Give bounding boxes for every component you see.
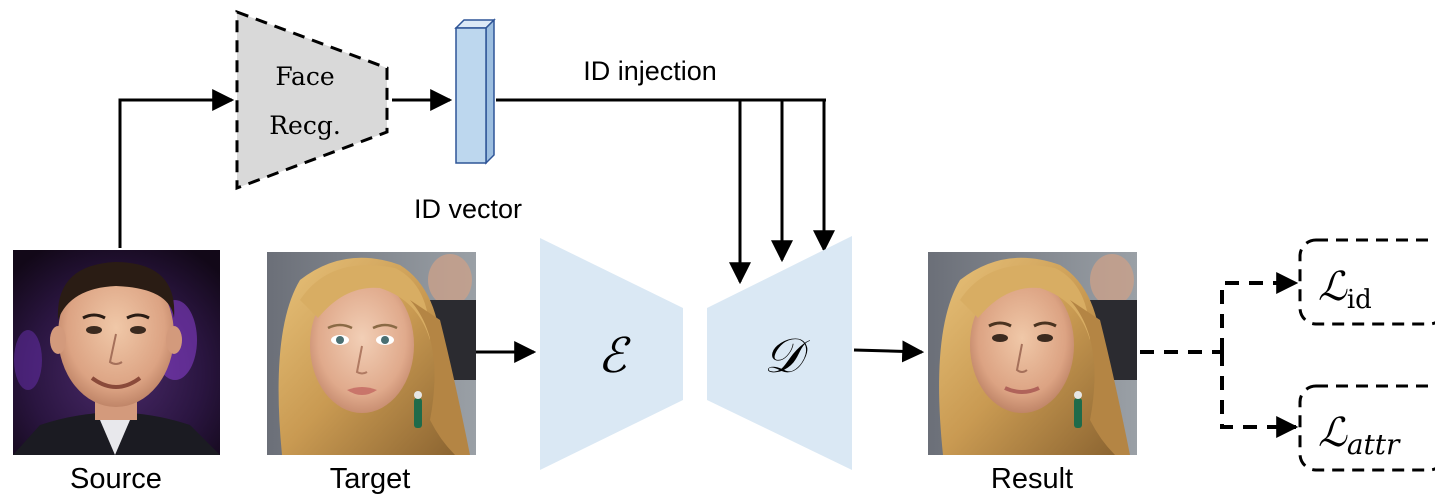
loss-id-box — [1298, 238, 1435, 326]
source-photo — [13, 250, 220, 455]
loss-id-label: ℒid — [1318, 264, 1372, 315]
loss-attr-sub: attr — [1347, 428, 1401, 461]
target-label: Target — [330, 463, 411, 495]
loss-id-main: ℒ — [1318, 264, 1348, 310]
result-photo — [928, 252, 1137, 455]
connectors-top — [118, 89, 835, 285]
connectors-middle — [476, 340, 925, 363]
source-label: Source — [70, 463, 162, 495]
result-label: Result — [991, 463, 1073, 495]
id-vector-bar — [454, 18, 496, 165]
face-recognition-block — [235, 9, 389, 191]
loss-attr-main: ℒ — [1318, 410, 1348, 456]
encoder-block — [540, 238, 683, 470]
loss-attr-box — [1298, 384, 1435, 472]
target-photo — [267, 252, 476, 455]
face-recognition-label-line2: Recg. — [269, 111, 341, 140]
id-vector-label: ID vector — [414, 194, 522, 224]
loss-connectors — [1140, 272, 1299, 438]
loss-attr-label: ℒattr — [1318, 410, 1401, 461]
id-injection-label: ID injection — [583, 56, 717, 86]
encoder-symbol: ℰ — [597, 328, 631, 384]
decoder-block — [707, 236, 852, 470]
loss-id-sub: id — [1347, 285, 1372, 315]
face-recognition-label-line1: Face — [275, 62, 334, 91]
